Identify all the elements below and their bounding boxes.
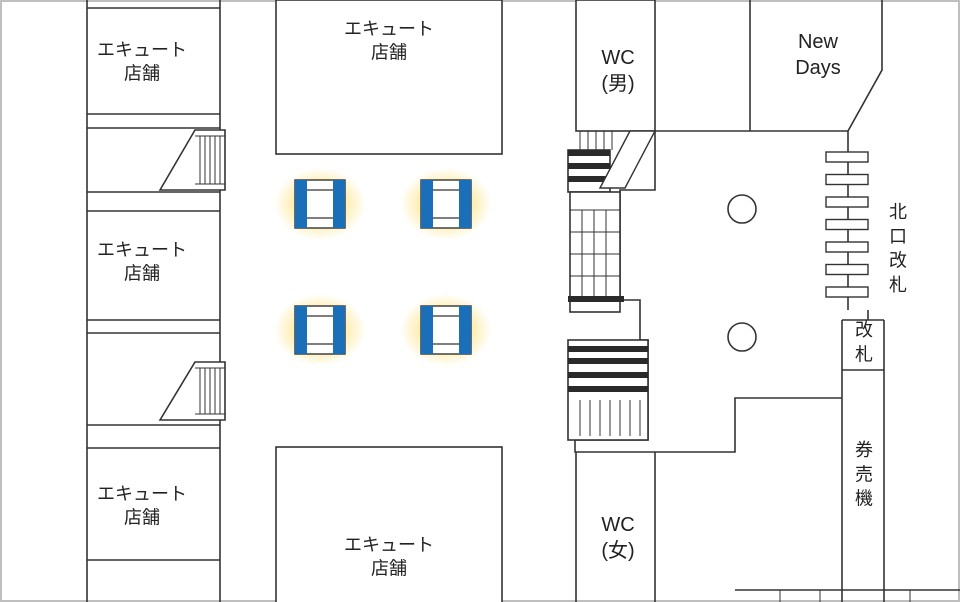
pillar-icon (727, 194, 757, 224)
stairs-upper-left-icon (158, 129, 226, 191)
turnstile-icon (825, 218, 869, 231)
ticket-gate-icon (420, 305, 472, 355)
shop-block-bottom (275, 446, 503, 602)
turnstile-icon (825, 196, 869, 208)
turnstile-icon (825, 151, 869, 163)
wc-male-label: WC(男) (601, 47, 634, 95)
center-right-structure (574, 0, 960, 602)
ticket-gates (274, 168, 492, 366)
shop-label-bottom: エキュート店舗 (344, 535, 434, 579)
gate-label: 改札 (855, 320, 873, 365)
shop-label-left-1: エキュート店舗 (97, 40, 187, 84)
left-column (86, 0, 221, 602)
pillar-icon (727, 322, 757, 352)
shop-block-top (275, 0, 503, 155)
stairs-lower-left-icon (158, 361, 226, 421)
turnstile-icon (825, 173, 869, 186)
turnstile-icon (825, 263, 869, 276)
shop-label-top: エキュート店舗 (344, 19, 434, 63)
shop-label-left-3: エキュート店舗 (97, 484, 187, 528)
north-gate-turnstiles (825, 151, 869, 298)
turnstile-icon (825, 241, 869, 253)
ticket-machine-label: 券売機 (855, 440, 873, 510)
ticket-gate-icon (294, 305, 346, 355)
ticket-gate-icon (294, 179, 346, 229)
turnstile-icon (825, 286, 869, 298)
shop-label-left-2: エキュート店舗 (97, 240, 187, 284)
north-gate-label: 北口改札 (889, 202, 907, 296)
wc-female-label: WC(女) (601, 514, 634, 562)
ticket-gate-icon (420, 179, 472, 229)
stairs-center-right-icon (567, 130, 657, 441)
wc-male-room (575, 0, 656, 132)
